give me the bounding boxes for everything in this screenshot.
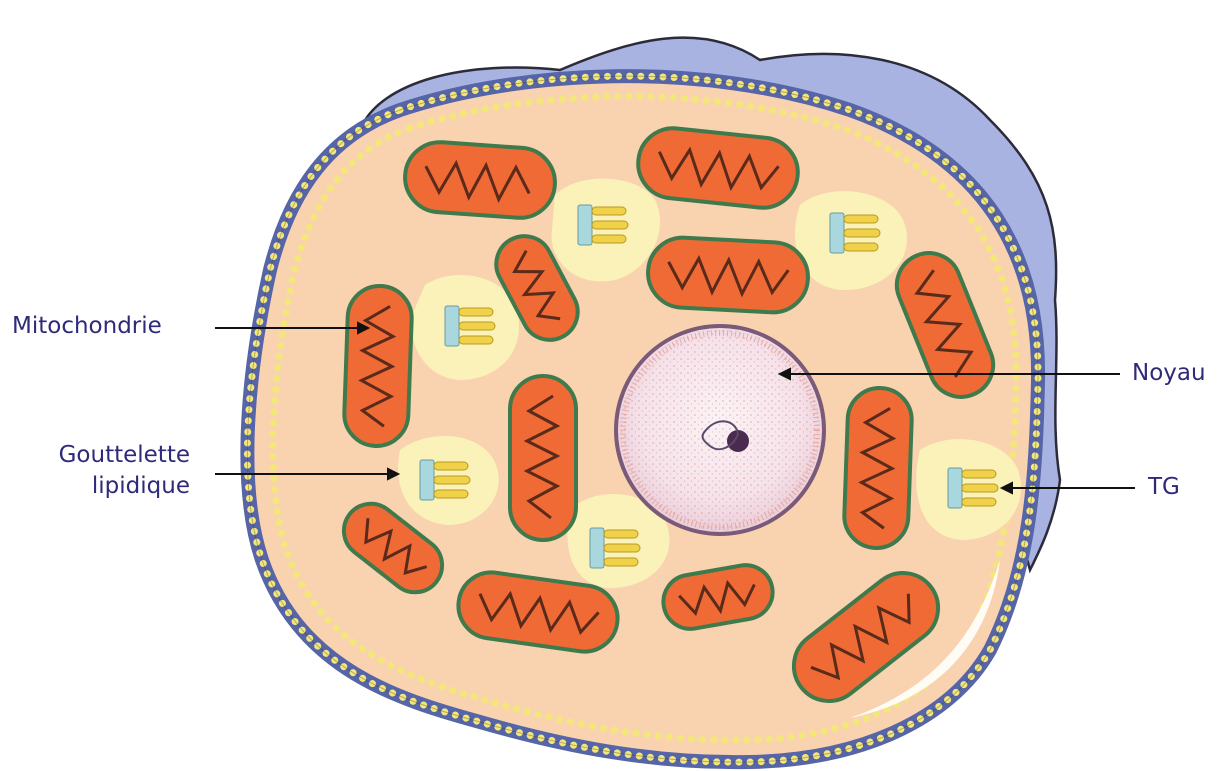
- label-tg: TG: [1148, 472, 1180, 503]
- label-gouttelette-line1: Gouttelette: [40, 440, 190, 471]
- mitochondrion: [510, 376, 576, 540]
- mitochondrion: [843, 387, 913, 549]
- label-gouttelette-line2: lipidique: [40, 471, 190, 502]
- mitochondrion: [646, 236, 809, 314]
- tg-molecule: [445, 306, 495, 346]
- mitochondrion: [343, 285, 413, 447]
- label-gouttelette-lipidique: Gouttelette lipidique: [40, 440, 190, 502]
- tg-molecule: [590, 528, 640, 568]
- label-mitochondrie: Mitochondrie: [12, 311, 162, 342]
- tg-molecule: [830, 213, 880, 253]
- tg-molecule: [420, 460, 470, 500]
- mitochondrion: [403, 140, 558, 220]
- nucleus: [616, 326, 824, 534]
- tg-molecule: [578, 205, 628, 245]
- tg-molecule: [948, 468, 998, 508]
- label-noyau: Noyau: [1132, 358, 1206, 389]
